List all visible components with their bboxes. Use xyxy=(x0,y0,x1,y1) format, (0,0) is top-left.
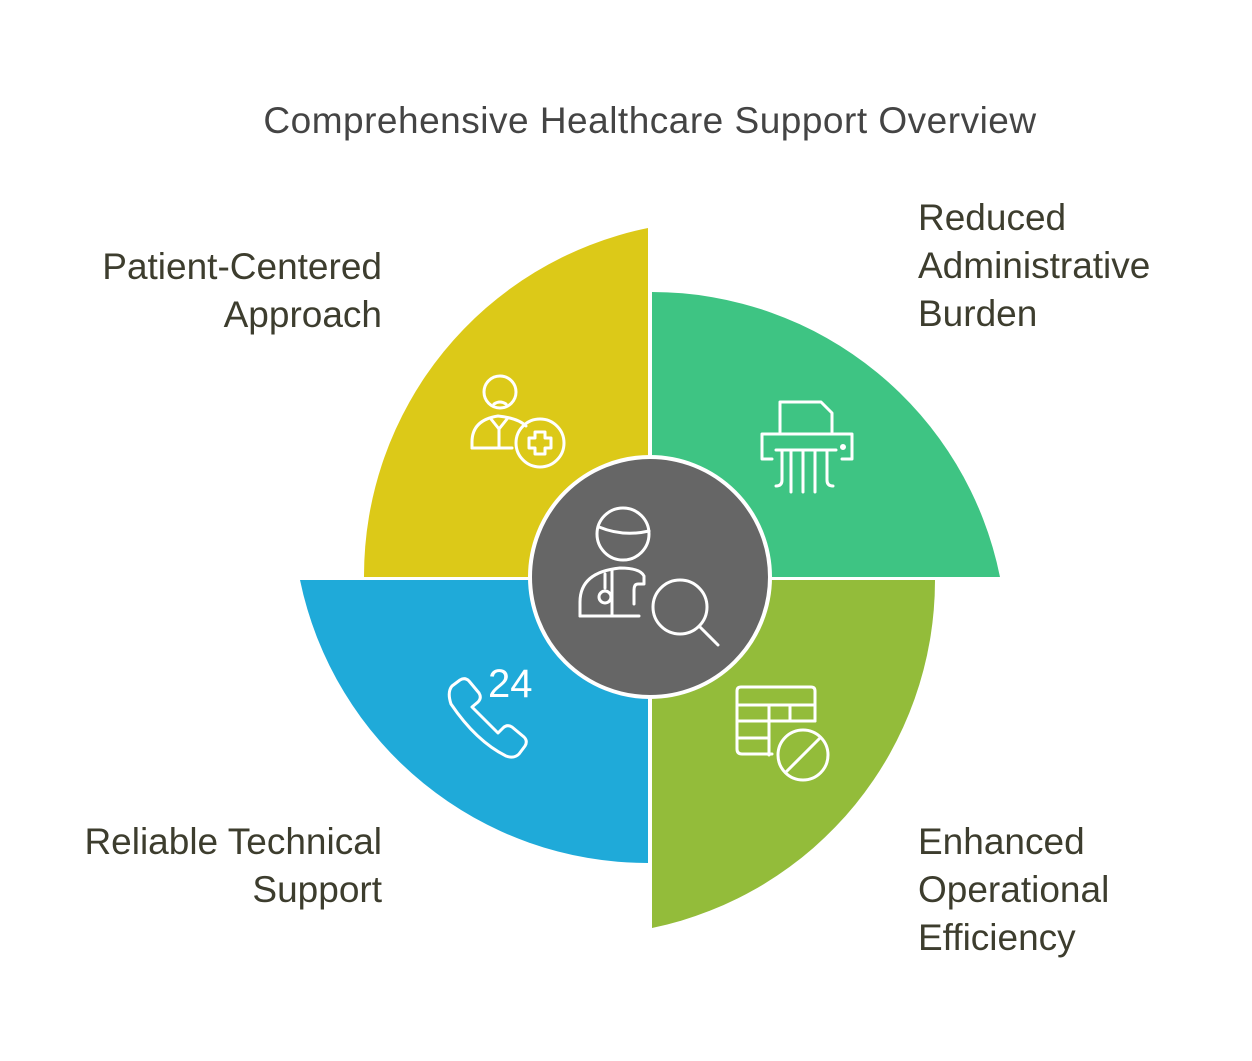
diagram-title: Comprehensive Healthcare Support Overvie… xyxy=(263,100,1037,141)
label-line: Patient-Centered xyxy=(102,246,382,287)
label-line: Efficiency xyxy=(918,917,1076,958)
patient-plus-icon xyxy=(470,374,566,469)
phone-24-label: 24 xyxy=(488,662,533,706)
label-admin: Reduced Administrative Burden xyxy=(918,194,1150,338)
center-circle xyxy=(528,455,772,699)
label-line: Reduced xyxy=(918,197,1067,238)
label-line: Reliable Technical xyxy=(84,821,382,862)
phone-24-icon: 24 xyxy=(447,662,533,759)
table-blocked-icon xyxy=(735,685,830,782)
shredder-icon xyxy=(760,400,854,494)
label-line: Approach xyxy=(223,294,382,335)
label-patient: Patient-Centered Approach xyxy=(102,243,382,339)
doctor-search-icon xyxy=(578,506,720,647)
label-line: Administrative xyxy=(918,245,1151,286)
label-line: Support xyxy=(252,869,382,910)
label-support: Reliable Technical Support xyxy=(84,818,382,914)
label-line: Enhanced xyxy=(918,821,1085,862)
label-line: Operational xyxy=(918,869,1110,910)
label-line: Burden xyxy=(918,293,1038,334)
label-efficiency: Enhanced Operational Efficiency xyxy=(918,818,1109,962)
